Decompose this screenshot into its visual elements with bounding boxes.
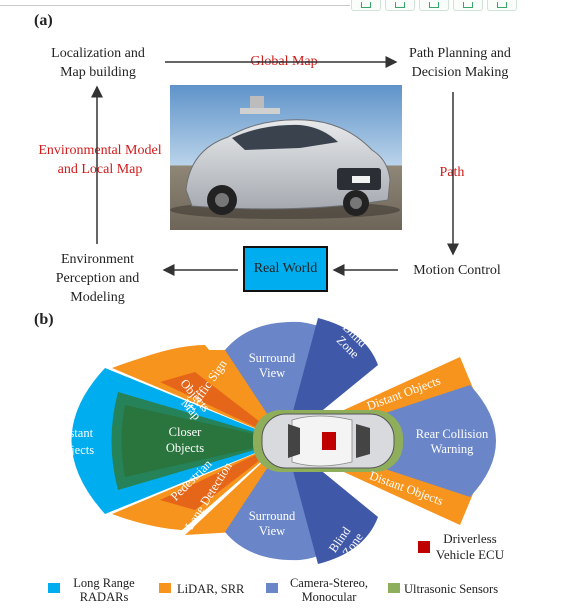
surround-bottom-text-2: View: [259, 524, 285, 538]
ecu-text-1: Driverless: [443, 531, 496, 546]
surround-top-text: Surround: [249, 351, 296, 365]
panel-a-graphics: [91, 56, 459, 276]
distant-left-text: Distant: [57, 426, 94, 440]
legend-camera: Camera-Stereo, Monocular: [282, 576, 376, 604]
legend-radar-line-2: RADARs: [79, 590, 129, 604]
lidar-lower-zone: [185, 441, 285, 535]
legend-swatch-radar: [48, 583, 60, 593]
legend-swatch-ultrasonic: [388, 583, 400, 593]
divider: [0, 5, 350, 6]
overlap-zone: [111, 392, 285, 490]
toolbar: [351, 0, 556, 11]
env-model-label: Environmental Model and Local Map: [20, 141, 180, 179]
pedestrian-zone: [160, 441, 285, 510]
localization-node: Localization and Map building: [28, 44, 168, 82]
car-photo: [170, 85, 402, 230]
ecu-text-2: Vehicle ECU: [436, 547, 505, 562]
env-model-line-1: Environmental Model: [38, 143, 162, 158]
closer-text-2: Objects: [166, 441, 204, 455]
legend-camera-line-1: Camera-Stereo,: [289, 576, 369, 590]
closer-text: Closer: [169, 425, 202, 439]
path-planning-line-2: Decision Making: [411, 65, 509, 80]
lidar-traffic-zone: [178, 350, 285, 441]
surround-top-text-2: View: [259, 366, 285, 380]
download-icon[interactable]: [419, 0, 449, 11]
ecu-box-car: [322, 432, 336, 450]
env-perception-node: Environment Perception and Modeling: [35, 250, 160, 307]
path-planning-node: Path Planning and Decision Making: [390, 44, 530, 82]
legend-swatch-lidar: [159, 583, 171, 593]
path-planning-line-1: Path Planning and: [409, 46, 511, 61]
objects-map-zone: [160, 372, 285, 441]
share-icon[interactable]: [453, 0, 483, 11]
rear-collision-text-2: Warning: [431, 442, 474, 456]
distant-left-text-2: Objects: [56, 443, 94, 457]
legend-radar-line-1: Long Range: [73, 576, 135, 590]
localization-line-2: Map building: [60, 65, 136, 80]
localization-line-1: Localization and: [51, 46, 145, 61]
surround-bottom-text: Surround: [249, 509, 296, 523]
path-label: Path: [439, 165, 465, 180]
real-world-box: Real World: [243, 246, 328, 292]
env-perception-line-2: Perception and: [55, 271, 140, 286]
legend-lidar: LiDAR, SRR: [177, 582, 245, 596]
legend-radar: Long Range RADARs: [64, 576, 144, 604]
ecu-swatch: [418, 541, 430, 553]
car-top-view: [261, 413, 395, 469]
panel-a-label: (a): [34, 12, 53, 29]
save-icon[interactable]: [351, 0, 381, 11]
settings-icon[interactable]: [487, 0, 517, 11]
legend-camera-line-2: Monocular: [301, 590, 357, 604]
legend-swatch-camera: [266, 583, 278, 593]
panel-b-label: (b): [34, 311, 54, 328]
env-model-line-2: and Local Map: [57, 162, 143, 177]
rear-collision-text: Rear Collision: [416, 427, 489, 441]
env-perception-line-3: Modeling: [70, 290, 125, 305]
env-perception-line-1: Environment: [60, 252, 135, 267]
motion-control-node: Motion Control: [413, 263, 501, 278]
legend-ultrasonic: Ultrasonic Sensors: [404, 582, 499, 596]
expand-icon[interactable]: [385, 0, 415, 11]
